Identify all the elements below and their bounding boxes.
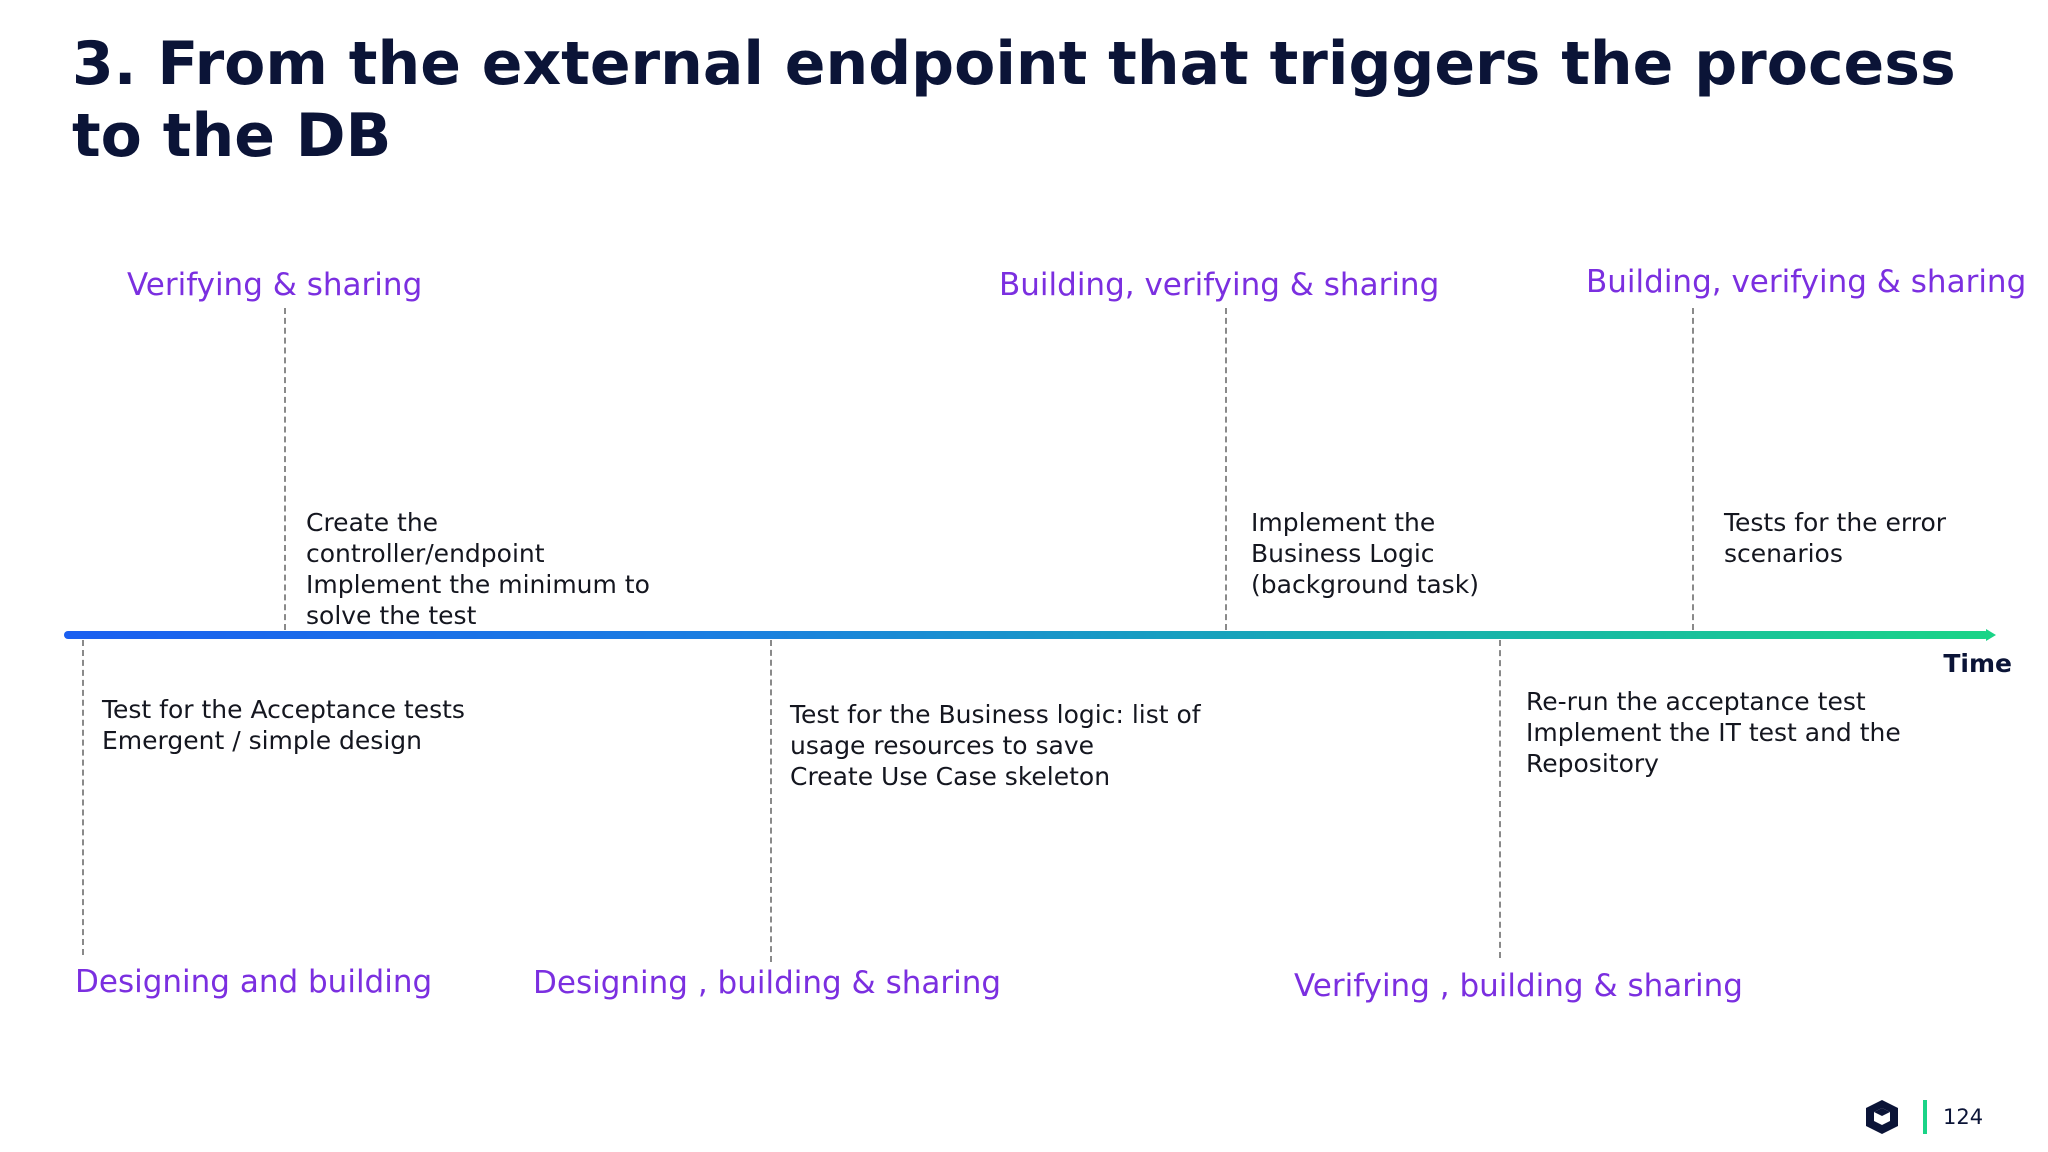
cube-logo-icon bbox=[1866, 1100, 1898, 1134]
marker-line-below-2 bbox=[770, 640, 772, 962]
task-note-line: (background task) bbox=[1251, 570, 1479, 599]
page-number: 124 bbox=[1943, 1105, 1984, 1129]
task-note-line: Repository bbox=[1526, 749, 1659, 778]
task-note-line: usage resources to save bbox=[790, 731, 1095, 760]
task-note-below-3: Re-run the acceptance test Implement the… bbox=[1526, 686, 1901, 779]
phase-label-above-1: Verifying & sharing bbox=[127, 267, 423, 303]
task-note-line: Implement the bbox=[1251, 508, 1436, 537]
task-note-line: Tests for the error bbox=[1724, 508, 1947, 537]
task-note-above-2: Implement the Business Logic (background… bbox=[1251, 507, 1479, 600]
task-note-line: Create Use Case skeleton bbox=[790, 762, 1111, 791]
task-note-line: controller/endpoint bbox=[306, 539, 545, 568]
timeline-bar bbox=[64, 631, 1989, 639]
task-note-line: Test for the Acceptance tests bbox=[102, 695, 465, 724]
page-title: 3. From the external endpoint that trigg… bbox=[72, 29, 1956, 171]
task-note-below-1: Test for the Acceptance tests Emergent /… bbox=[102, 694, 465, 756]
marker-line-above-3 bbox=[1692, 308, 1694, 630]
phase-label-below-1: Designing and building bbox=[75, 964, 433, 1000]
task-note-line: Test for the Business logic: list of bbox=[790, 700, 1201, 729]
task-note-above-1: Create the controller/endpoint Implement… bbox=[306, 507, 650, 631]
task-note-line: Implement the IT test and the bbox=[1526, 718, 1901, 747]
task-note-line: Business Logic bbox=[1251, 539, 1435, 568]
time-axis-label: Time bbox=[1943, 649, 2012, 678]
timeline-arrowhead bbox=[1986, 629, 1996, 641]
marker-line-above-2 bbox=[1225, 308, 1227, 630]
marker-line-above-1 bbox=[284, 308, 286, 630]
task-note-line: Re-run the acceptance test bbox=[1526, 687, 1866, 716]
task-note-line: scenarios bbox=[1724, 539, 1843, 568]
task-note-below-2: Test for the Business logic: list of usa… bbox=[790, 699, 1201, 792]
task-note-line: Emergent / simple design bbox=[102, 726, 422, 755]
phase-label-below-3: Verifying , building & sharing bbox=[1294, 968, 1743, 1004]
phase-label-below-2: Designing , building & sharing bbox=[533, 965, 1002, 1001]
footer-divider bbox=[1923, 1100, 1927, 1134]
marker-line-below-3 bbox=[1499, 640, 1501, 958]
task-note-above-3: Tests for the error scenarios bbox=[1724, 507, 1946, 569]
task-note-line: Create the bbox=[306, 508, 439, 537]
task-note-line: solve the test bbox=[306, 601, 477, 630]
phase-label-above-2: Building, verifying & sharing bbox=[999, 267, 1440, 303]
task-note-line: Implement the minimum to bbox=[306, 570, 650, 599]
marker-line-below-1 bbox=[82, 640, 84, 955]
phase-label-above-3: Building, verifying & sharing bbox=[1586, 264, 2027, 300]
